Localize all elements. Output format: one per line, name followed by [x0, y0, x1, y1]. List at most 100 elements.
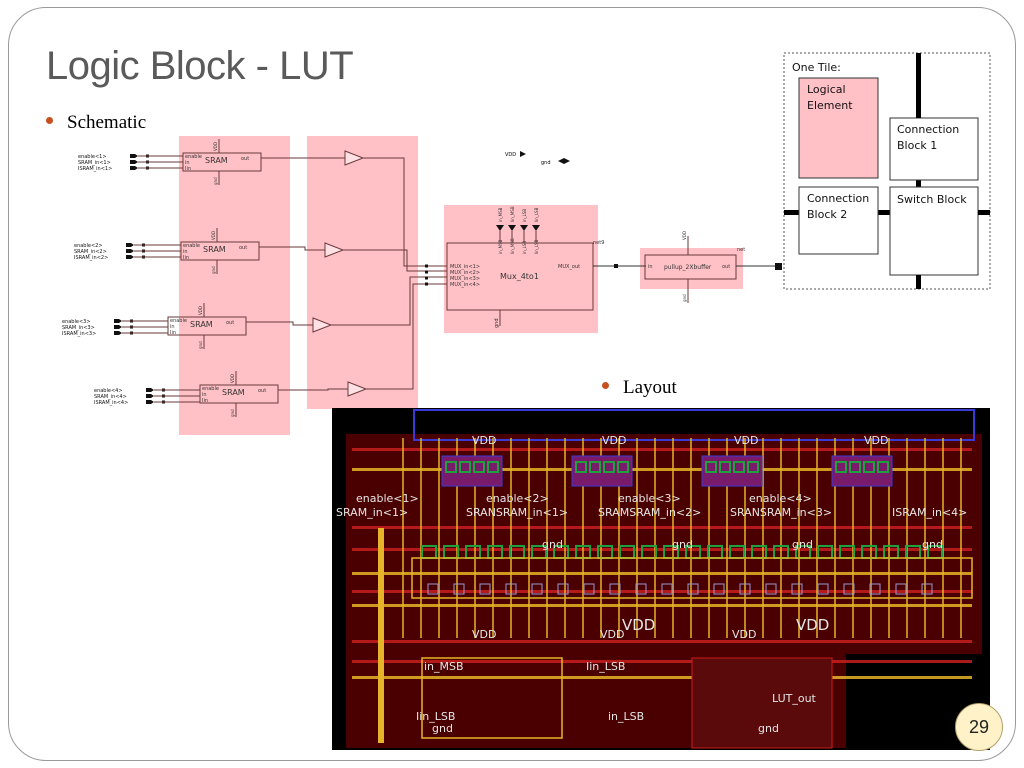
vdd-arrow-icon [520, 151, 526, 157]
sram-pin-label: in [170, 324, 175, 330]
layout-select-block [421, 657, 563, 739]
output-buffer-box [644, 254, 737, 280]
input-pin-icon [130, 154, 138, 158]
layout-vertical-track [906, 438, 908, 638]
layout-contact [487, 461, 499, 473]
mux-select-pin: Iin_MSB [510, 238, 515, 254]
sram-cell-label: SRAM [205, 156, 228, 165]
mux-input-pin: MUX_in<1> [450, 264, 480, 270]
sram-gnd-label: gnd [198, 341, 203, 349]
connection-block-1 [889, 117, 979, 181]
sram-pin-label: enable [183, 243, 200, 249]
input-pin-icon [114, 331, 122, 335]
layout-contact [739, 583, 751, 595]
mux-select-label: Iin_LSB [534, 207, 539, 222]
select-pin-icon [520, 225, 528, 231]
supply-gnd-label: gnd [541, 160, 551, 166]
sram-input-label: ISRAM_in<1> [78, 166, 112, 172]
layout-lut-out-label: LUT_out [772, 692, 817, 705]
layout-vertical-track [438, 438, 440, 638]
input-pin-icon [126, 249, 134, 253]
layout-contact [705, 461, 717, 473]
connection-block-1-line2: Block 1 [897, 139, 937, 152]
layout-gnd-label: gnd [432, 722, 453, 735]
supply-symbols: VDD gnd [505, 151, 570, 166]
sram-input-label: SRAM_in<3> [62, 325, 95, 331]
bullet-dot-icon [46, 117, 53, 125]
input-pin-icon [126, 243, 134, 247]
layout-contact [835, 461, 847, 473]
sram-out-pin: out [258, 388, 266, 394]
sram-pin-label: enable [202, 386, 219, 392]
layout-vertical-track [564, 438, 566, 638]
layout-iin-lsb-top-label: Iin_LSB [586, 660, 625, 673]
tile-caption: One Tile: [792, 61, 841, 74]
sram-pin-label: Iin [170, 330, 176, 336]
layout-contact [583, 583, 595, 595]
layout-contact [531, 583, 543, 595]
layout-contact [747, 461, 759, 473]
layout-contact [843, 583, 855, 595]
layout-vertical-track [798, 438, 800, 638]
layout-contact [459, 461, 471, 473]
layout-vertical-track [546, 438, 548, 638]
layout-in-lsb-label: in_LSB [608, 710, 644, 723]
layout-horizontal-track [352, 548, 972, 551]
sram-vdd-label: VDD [198, 306, 203, 315]
layout-vertical-track [456, 438, 458, 638]
sram-input-label: SRAM_in<1> [78, 160, 111, 166]
layout-vertical-track [762, 438, 764, 638]
sram-input-label: SRAM_in<4> [94, 394, 127, 400]
layout-contact [921, 583, 933, 595]
layout-sram-label: SRAMSRAM_in<2> [598, 506, 701, 519]
layout-contact [849, 461, 861, 473]
wire-node-dot [425, 282, 428, 286]
layout-contact [557, 583, 569, 595]
sram-out-pin: out [241, 156, 249, 162]
buffer-column-highlight [307, 136, 418, 409]
layout-enable-label: enable<1> [356, 492, 419, 505]
sram-input-label: enable<3> [62, 319, 91, 325]
layout-contact [765, 583, 777, 595]
wire-node-dot [425, 276, 428, 280]
mux-select-label: Iin_MSB [510, 206, 515, 222]
input-pin-icon [146, 394, 154, 398]
mux-select-pin: in_LSB [522, 241, 527, 254]
bullet-schematic-label: Schematic [67, 112, 147, 133]
layout-vertical-track [960, 438, 962, 638]
layout-vertical-track [816, 438, 818, 638]
layout-contact [863, 461, 875, 473]
sram-pin-label: in [183, 249, 188, 255]
layout-vertical-track [474, 438, 476, 638]
sram-gnd-label: gnd [213, 177, 218, 185]
buffer-label: pullup_2Xbuffer [664, 264, 712, 271]
sram-input-label: enable<4> [94, 388, 123, 394]
layout-horizontal-track [352, 572, 972, 575]
sram-vdd-label: VDD [230, 374, 235, 383]
buffer-node-label: net [737, 247, 745, 253]
layout-gnd-label: gnd [758, 722, 779, 735]
mux-gnd-label: gnd [494, 318, 500, 328]
mux-output-pin: MUX_out [558, 264, 580, 270]
slide-title: Logic Block - LUT [46, 44, 354, 88]
input-pin-icon [146, 400, 154, 404]
layout-contact [635, 583, 647, 595]
layout-vertical-track [654, 438, 656, 638]
sram-cell-box [199, 384, 279, 404]
layout-gnd-label: gnd [542, 538, 563, 551]
layout-contact [617, 461, 629, 473]
layout-gnd-label: gnd [922, 538, 943, 551]
buffer-gnd-label: gnd [682, 294, 687, 302]
input-pin-icon [146, 388, 154, 392]
lut-output-pin-icon [775, 263, 782, 270]
sram-input-label: ISRAM_in<3> [62, 331, 96, 337]
sram-out-pin: out [226, 320, 234, 326]
logical-element-line2: Element [807, 99, 853, 112]
layout-vertical-track [834, 438, 836, 638]
layout-sram-label: ISRAM_in<4> [892, 506, 967, 519]
sram-pin-label: Iin [185, 166, 191, 172]
logical-element-line1: Logical [807, 83, 846, 96]
bullet-layout: Layout [602, 377, 677, 399]
layout-vertical-track [888, 438, 890, 638]
